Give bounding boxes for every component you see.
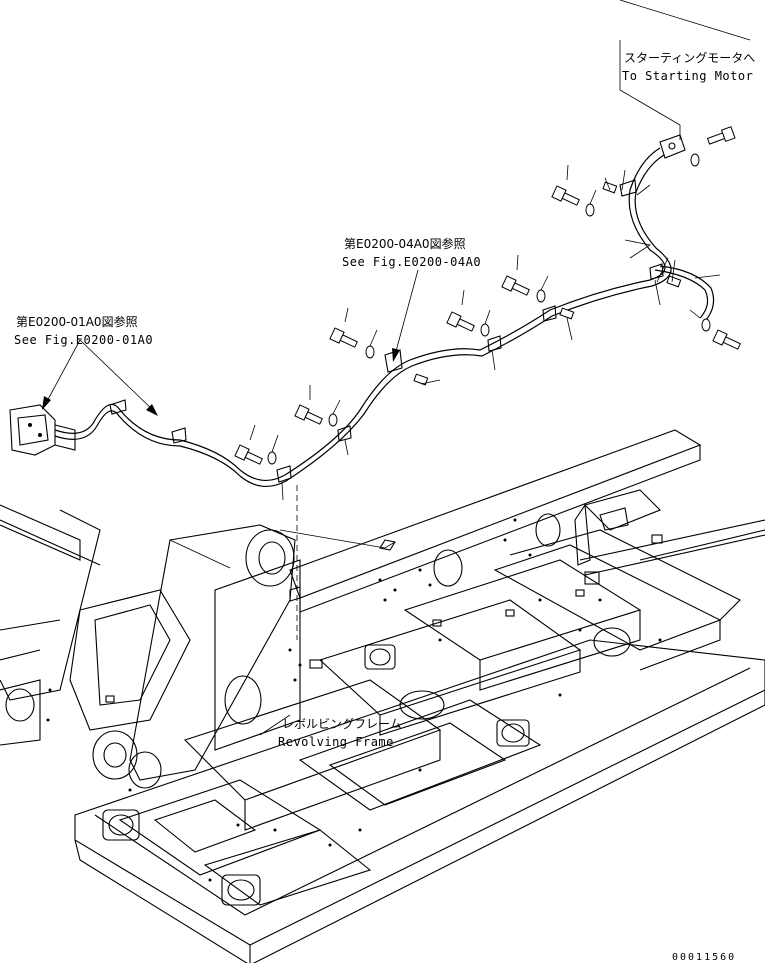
drawing-number: 00011560 <box>672 952 736 963</box>
mount-pad <box>364 644 396 670</box>
revolving-frame-label-en: Revolving Frame <box>278 735 394 749</box>
washer-icon <box>267 153 711 465</box>
revolving-frame-label-jp: レボルビングフレーム <box>282 717 402 731</box>
ref-04a0-label-en: See Fig.E0200-04A0 <box>342 255 481 269</box>
ref-01a0-label-en: See Fig.E0200-01A0 <box>14 333 153 347</box>
connector-icon <box>9 404 76 456</box>
spacer-icon <box>413 181 682 386</box>
ref-01a0-label-jp: 第E0200-01A0図参照 <box>16 314 138 329</box>
mount-pad <box>102 809 140 841</box>
hex-bolt-icon <box>234 126 741 465</box>
leader-lines <box>42 0 751 736</box>
square-bosses <box>105 534 663 703</box>
mount-pad <box>496 719 530 747</box>
rivet-dots <box>46 518 662 882</box>
clamp-icon <box>109 179 664 483</box>
mount-pad <box>221 874 261 906</box>
starting-motor-label-en: To Starting Motor <box>622 69 753 83</box>
starting-motor-label-jp: スターティングモータへ <box>624 51 755 65</box>
terminal-icon <box>659 134 686 159</box>
wiring-harness <box>9 134 715 487</box>
ref-04a0-label-jp: 第E0200-04A0図参照 <box>344 236 466 251</box>
revolving-frame <box>0 429 765 963</box>
